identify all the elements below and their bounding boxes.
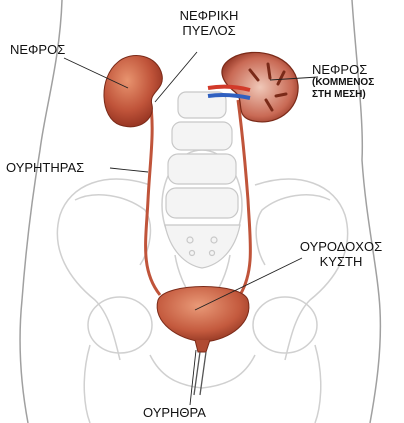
label-kidney-section-line1: ΝΕΦΡΟΣ (312, 62, 374, 77)
bladder (157, 287, 249, 353)
spine (165, 92, 240, 268)
label-kidney: ΝΕΦΡΟΣ (10, 42, 65, 57)
label-bladder-line1: ΟΥΡΟΔΟΧΟΣ (296, 239, 386, 254)
label-renal-pelvis-line2: ΠΥΕΛΟΣ (168, 23, 250, 38)
label-kidney-section: ΝΕΦΡΟΣ (ΚΟΜΜΕΝΟΣ ΣΤΗ ΜΕΣΗ) (312, 62, 374, 101)
label-ureter: ΟΥΡΗΤΗΡΑΣ (6, 160, 84, 175)
label-bladder-line2: ΚΥΣΤΗ (296, 254, 386, 269)
urethra (194, 352, 206, 395)
label-urethra: ΟΥΡΗΘΡΑ (143, 405, 206, 420)
label-kidney-section-line2: (ΚΟΜΜΕΝΟΣ (312, 77, 374, 89)
label-bladder: ΟΥΡΟΔΟΧΟΣ ΚΥΣΤΗ (296, 239, 386, 269)
label-renal-pelvis: ΝΕΦΡΙΚΗ ΠΥΕΛΟΣ (168, 8, 250, 38)
label-renal-pelvis-line1: ΝΕΦΡΙΚΗ (168, 8, 250, 23)
label-kidney-section-line3: ΣΤΗ ΜΕΣΗ) (312, 89, 374, 101)
kidney-left (104, 56, 162, 127)
